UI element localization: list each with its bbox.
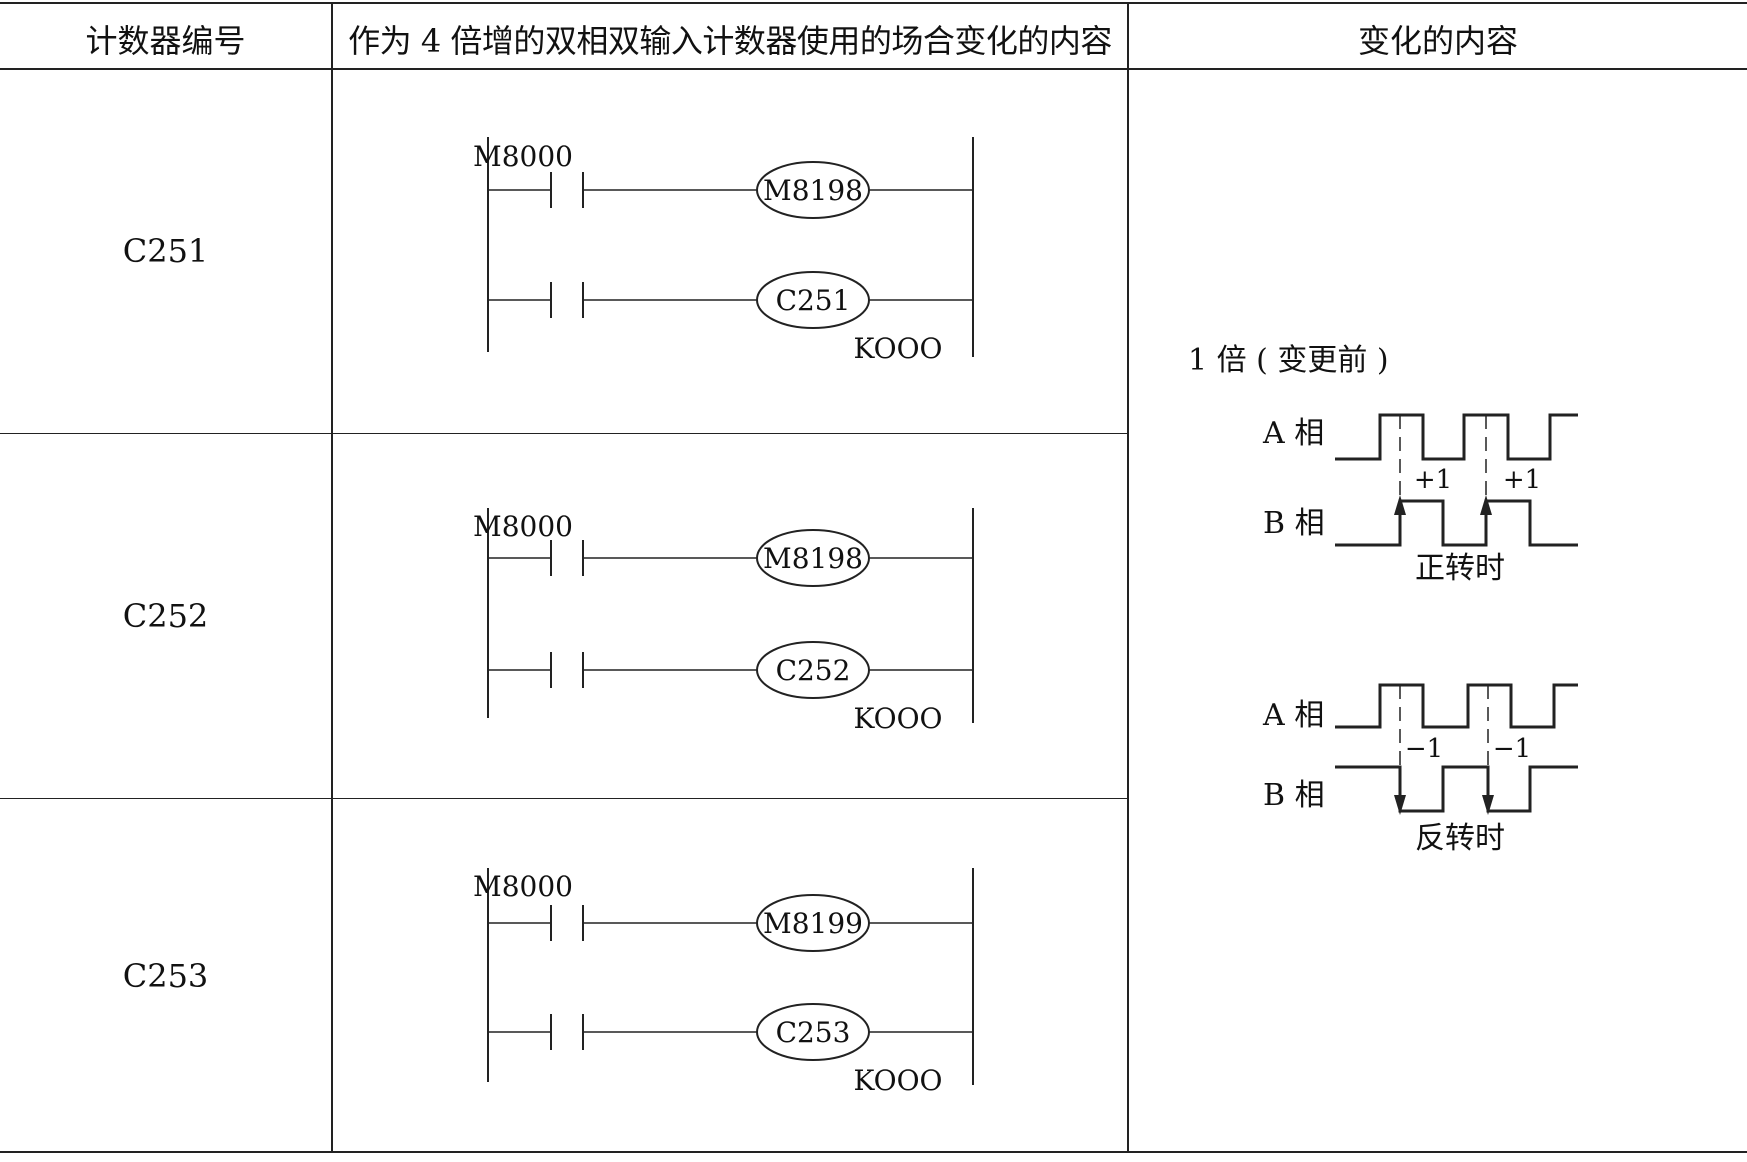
ladder-diagram-c251: M8000 M8198 C251 KOOO [473, 137, 974, 365]
contact-label: M8000 [473, 510, 573, 543]
counter-label-c252: C252 [122, 597, 209, 635]
header-ladder-content: 作为 4 倍增的双相双输入计数器使用的场合变化的内容 [348, 22, 1112, 60]
contact-label: M8000 [473, 870, 573, 903]
reverse-phase-a-label: A 相 [1262, 698, 1324, 733]
header-change-content: 变化的内容 [1357, 22, 1518, 60]
header-bottom-border [0, 68, 1747, 70]
coil-bottom-label: C252 [776, 654, 851, 687]
row2-bottom-border [0, 798, 1128, 799]
forward-timing: A 相 B 相 +1 +1 正转时 [1262, 413, 1578, 586]
row1-bottom-border [0, 433, 1128, 434]
forward-count-label-1: +1 [1414, 465, 1452, 495]
reverse-phase-b-waveform [1335, 765, 1578, 813]
column-divider-1 [331, 2, 333, 1152]
column-divider-2 [1127, 2, 1129, 1152]
coil-bottom-label: C253 [776, 1016, 851, 1049]
reverse-count-label-2: −1 [1493, 734, 1531, 764]
reverse-phase-b-label: B 相 [1263, 778, 1325, 813]
header-counter-number: 计数器编号 [85, 22, 246, 60]
reverse-arrow-1 [1394, 795, 1406, 815]
forward-phase-a-label: A 相 [1262, 416, 1324, 451]
ladder-diagram-c252: M8000 M8198 C252 KOOO [473, 508, 974, 735]
counter-label-c251: C251 [122, 232, 209, 270]
forward-arrow-2 [1480, 495, 1492, 515]
forward-phase-a-waveform [1335, 413, 1578, 461]
reverse-timing: A 相 B 相 −1 −1 反转时 [1262, 683, 1578, 856]
contact-label: M8000 [473, 140, 573, 173]
preset-label: KOOO [853, 702, 942, 735]
preset-label: KOOO [853, 1064, 942, 1097]
table-bottom-border [0, 1151, 1747, 1153]
forward-phase-b-waveform [1335, 499, 1578, 547]
forward-caption: 正转时 [1415, 551, 1505, 586]
reverse-arrow-2 [1482, 795, 1494, 815]
coil-bottom-label: C251 [776, 284, 851, 317]
forward-phase-b-label: B 相 [1263, 506, 1325, 541]
reverse-phase-a-waveform [1335, 683, 1578, 729]
table-top-border [0, 2, 1747, 4]
forward-arrow-1 [1394, 495, 1406, 515]
reverse-caption: 反转时 [1415, 821, 1505, 856]
forward-count-label-2: +1 [1503, 465, 1541, 495]
timing-title: 1 倍 ( 变更前 ) [1188, 343, 1389, 378]
coil-top-label: M8199 [763, 907, 863, 940]
timing-diagram: 1 倍 ( 变更前 ) A 相 B 相 +1 +1 正转时 A 相 B 相 −1… [1188, 343, 1578, 856]
reverse-count-label-1: −1 [1405, 734, 1443, 764]
ladder-diagram-c253: M8000 M8199 C253 KOOO [473, 868, 974, 1097]
counter-label-c253: C253 [122, 957, 209, 995]
coil-top-label: M8198 [763, 174, 863, 207]
preset-label: KOOO [853, 332, 942, 365]
coil-top-label: M8198 [763, 542, 863, 575]
